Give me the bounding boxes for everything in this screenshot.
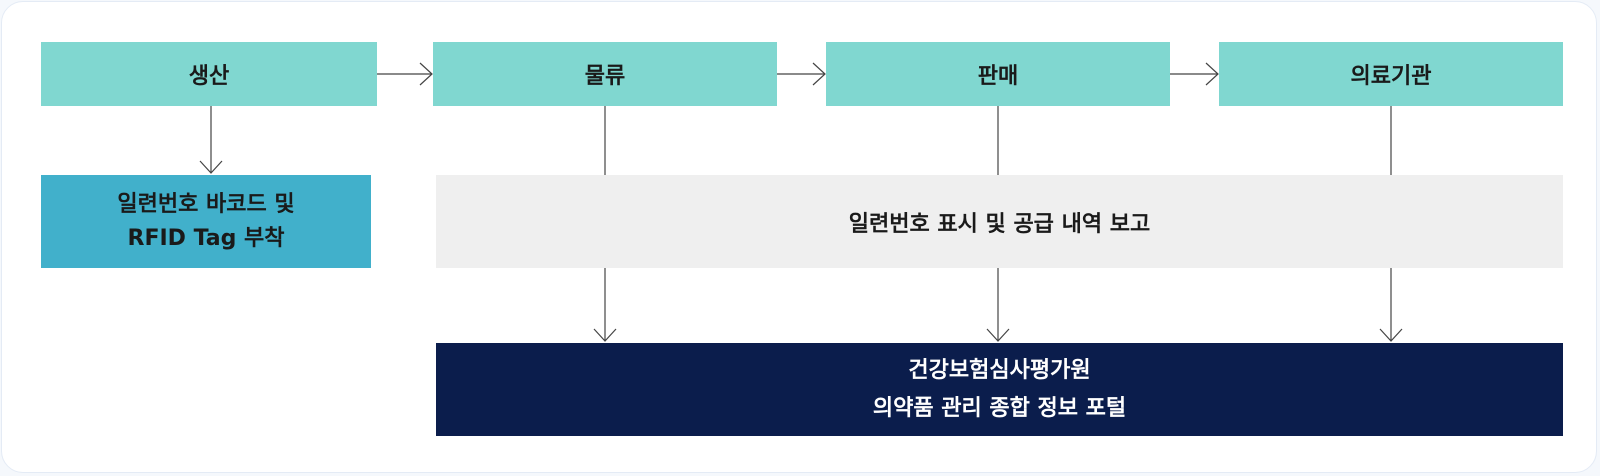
- arrow-report-to-portal-left: [593, 268, 617, 342]
- stage-logistics: 물류: [433, 42, 777, 106]
- supply-report-box: 일련번호 표시 및 공급 내역 보고: [436, 175, 1563, 268]
- stage-production-label: 생산: [188, 64, 230, 89]
- arrow-production-to-logistics: [377, 62, 433, 86]
- stage-medical-institution-label: 의료기관: [1350, 64, 1432, 89]
- arrow-sales-to-medical: [1170, 62, 1219, 86]
- arrow-logistics-to-sales: [777, 62, 826, 86]
- hira-portal-line-1: 건강보험심사평가원: [908, 357, 1091, 383]
- hira-portal-line-2: 의약품 관리 종합 정보 포털: [872, 395, 1127, 421]
- supply-report-label: 일련번호 표시 및 공급 내역 보고: [848, 211, 1151, 237]
- rfid-attach-line-1: 일련번호 바코드 및: [117, 191, 295, 217]
- hira-portal-box: 건강보험심사평가원 의약품 관리 종합 정보 포털: [436, 343, 1563, 436]
- stage-medical-institution: 의료기관: [1219, 42, 1563, 106]
- rfid-attach-line-2: RFID Tag 부착: [127, 225, 285, 251]
- arrow-report-to-portal-right: [1379, 268, 1403, 342]
- stage-sales: 판매: [826, 42, 1170, 106]
- stage-logistics-label: 물류: [584, 64, 626, 89]
- arrow-report-to-portal-center: [986, 268, 1010, 342]
- stage-sales-label: 판매: [977, 64, 1019, 89]
- rfid-attach-box: 일련번호 바코드 및 RFID Tag 부착: [41, 175, 371, 268]
- stage-production: 생산: [41, 42, 377, 106]
- arrow-production-to-rfid: [199, 106, 223, 174]
